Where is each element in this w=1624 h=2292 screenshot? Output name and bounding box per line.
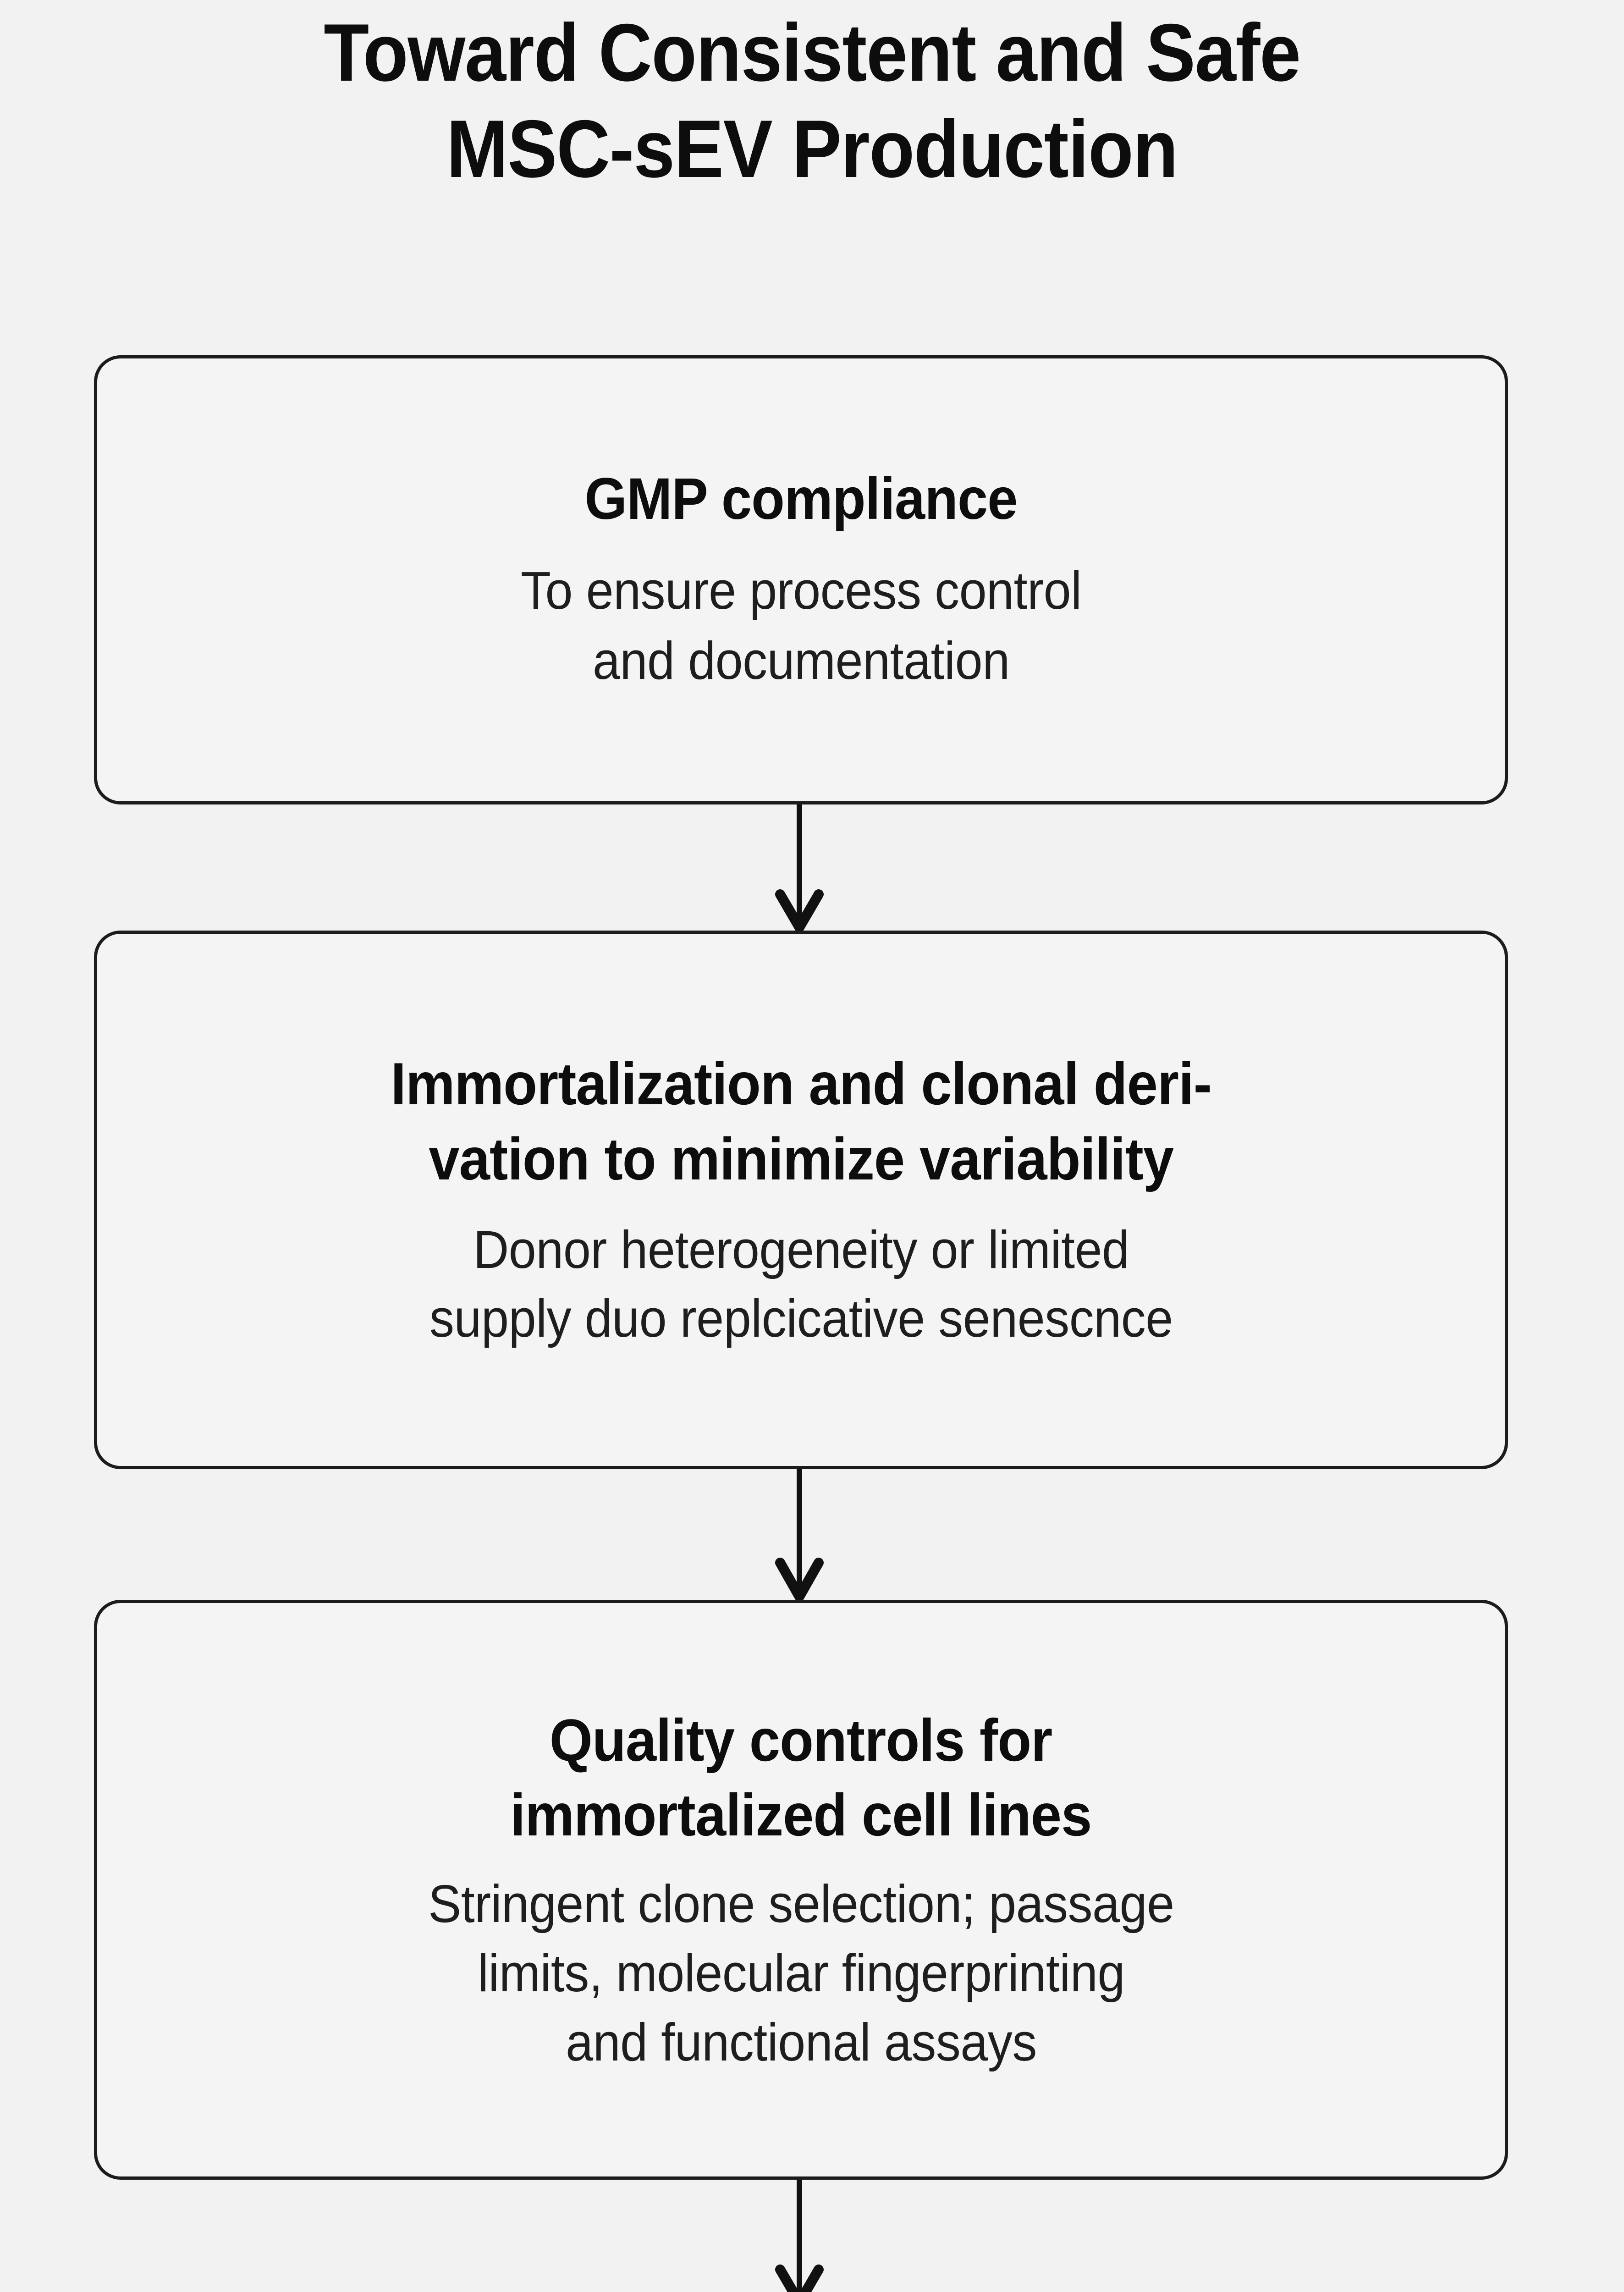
flow-step-body: Donor heterogeneity or limited supply du… — [429, 1219, 1173, 1349]
flow-step-immortalization: Immortalization and clonal deri- vation … — [94, 931, 1508, 1469]
flow-arrow-down-icon — [772, 1469, 827, 1601]
flow-arrow-down-icon — [772, 804, 827, 932]
flow-step-body: To ensure process control and documentat… — [520, 560, 1082, 690]
flow-step-gmp-compliance: GMP compliance To ensure process control… — [94, 355, 1508, 804]
flow-step-heading: Immortalization and clonal deri- vation … — [391, 1050, 1212, 1192]
flow-step-body: Stringent clone selection; passage limit… — [428, 1874, 1174, 2072]
flow-step-heading: GMP compliance — [584, 466, 1018, 532]
flow-arrow-down-icon — [772, 2180, 827, 2292]
figure-title: Toward Consistent and Safe MSC-sEV Produ… — [324, 7, 1301, 195]
flow-step-quality-controls: Quality controls for immortalized cell l… — [94, 1600, 1508, 2180]
flow-step-heading: Quality controls for immortalized cell l… — [510, 1706, 1092, 1849]
